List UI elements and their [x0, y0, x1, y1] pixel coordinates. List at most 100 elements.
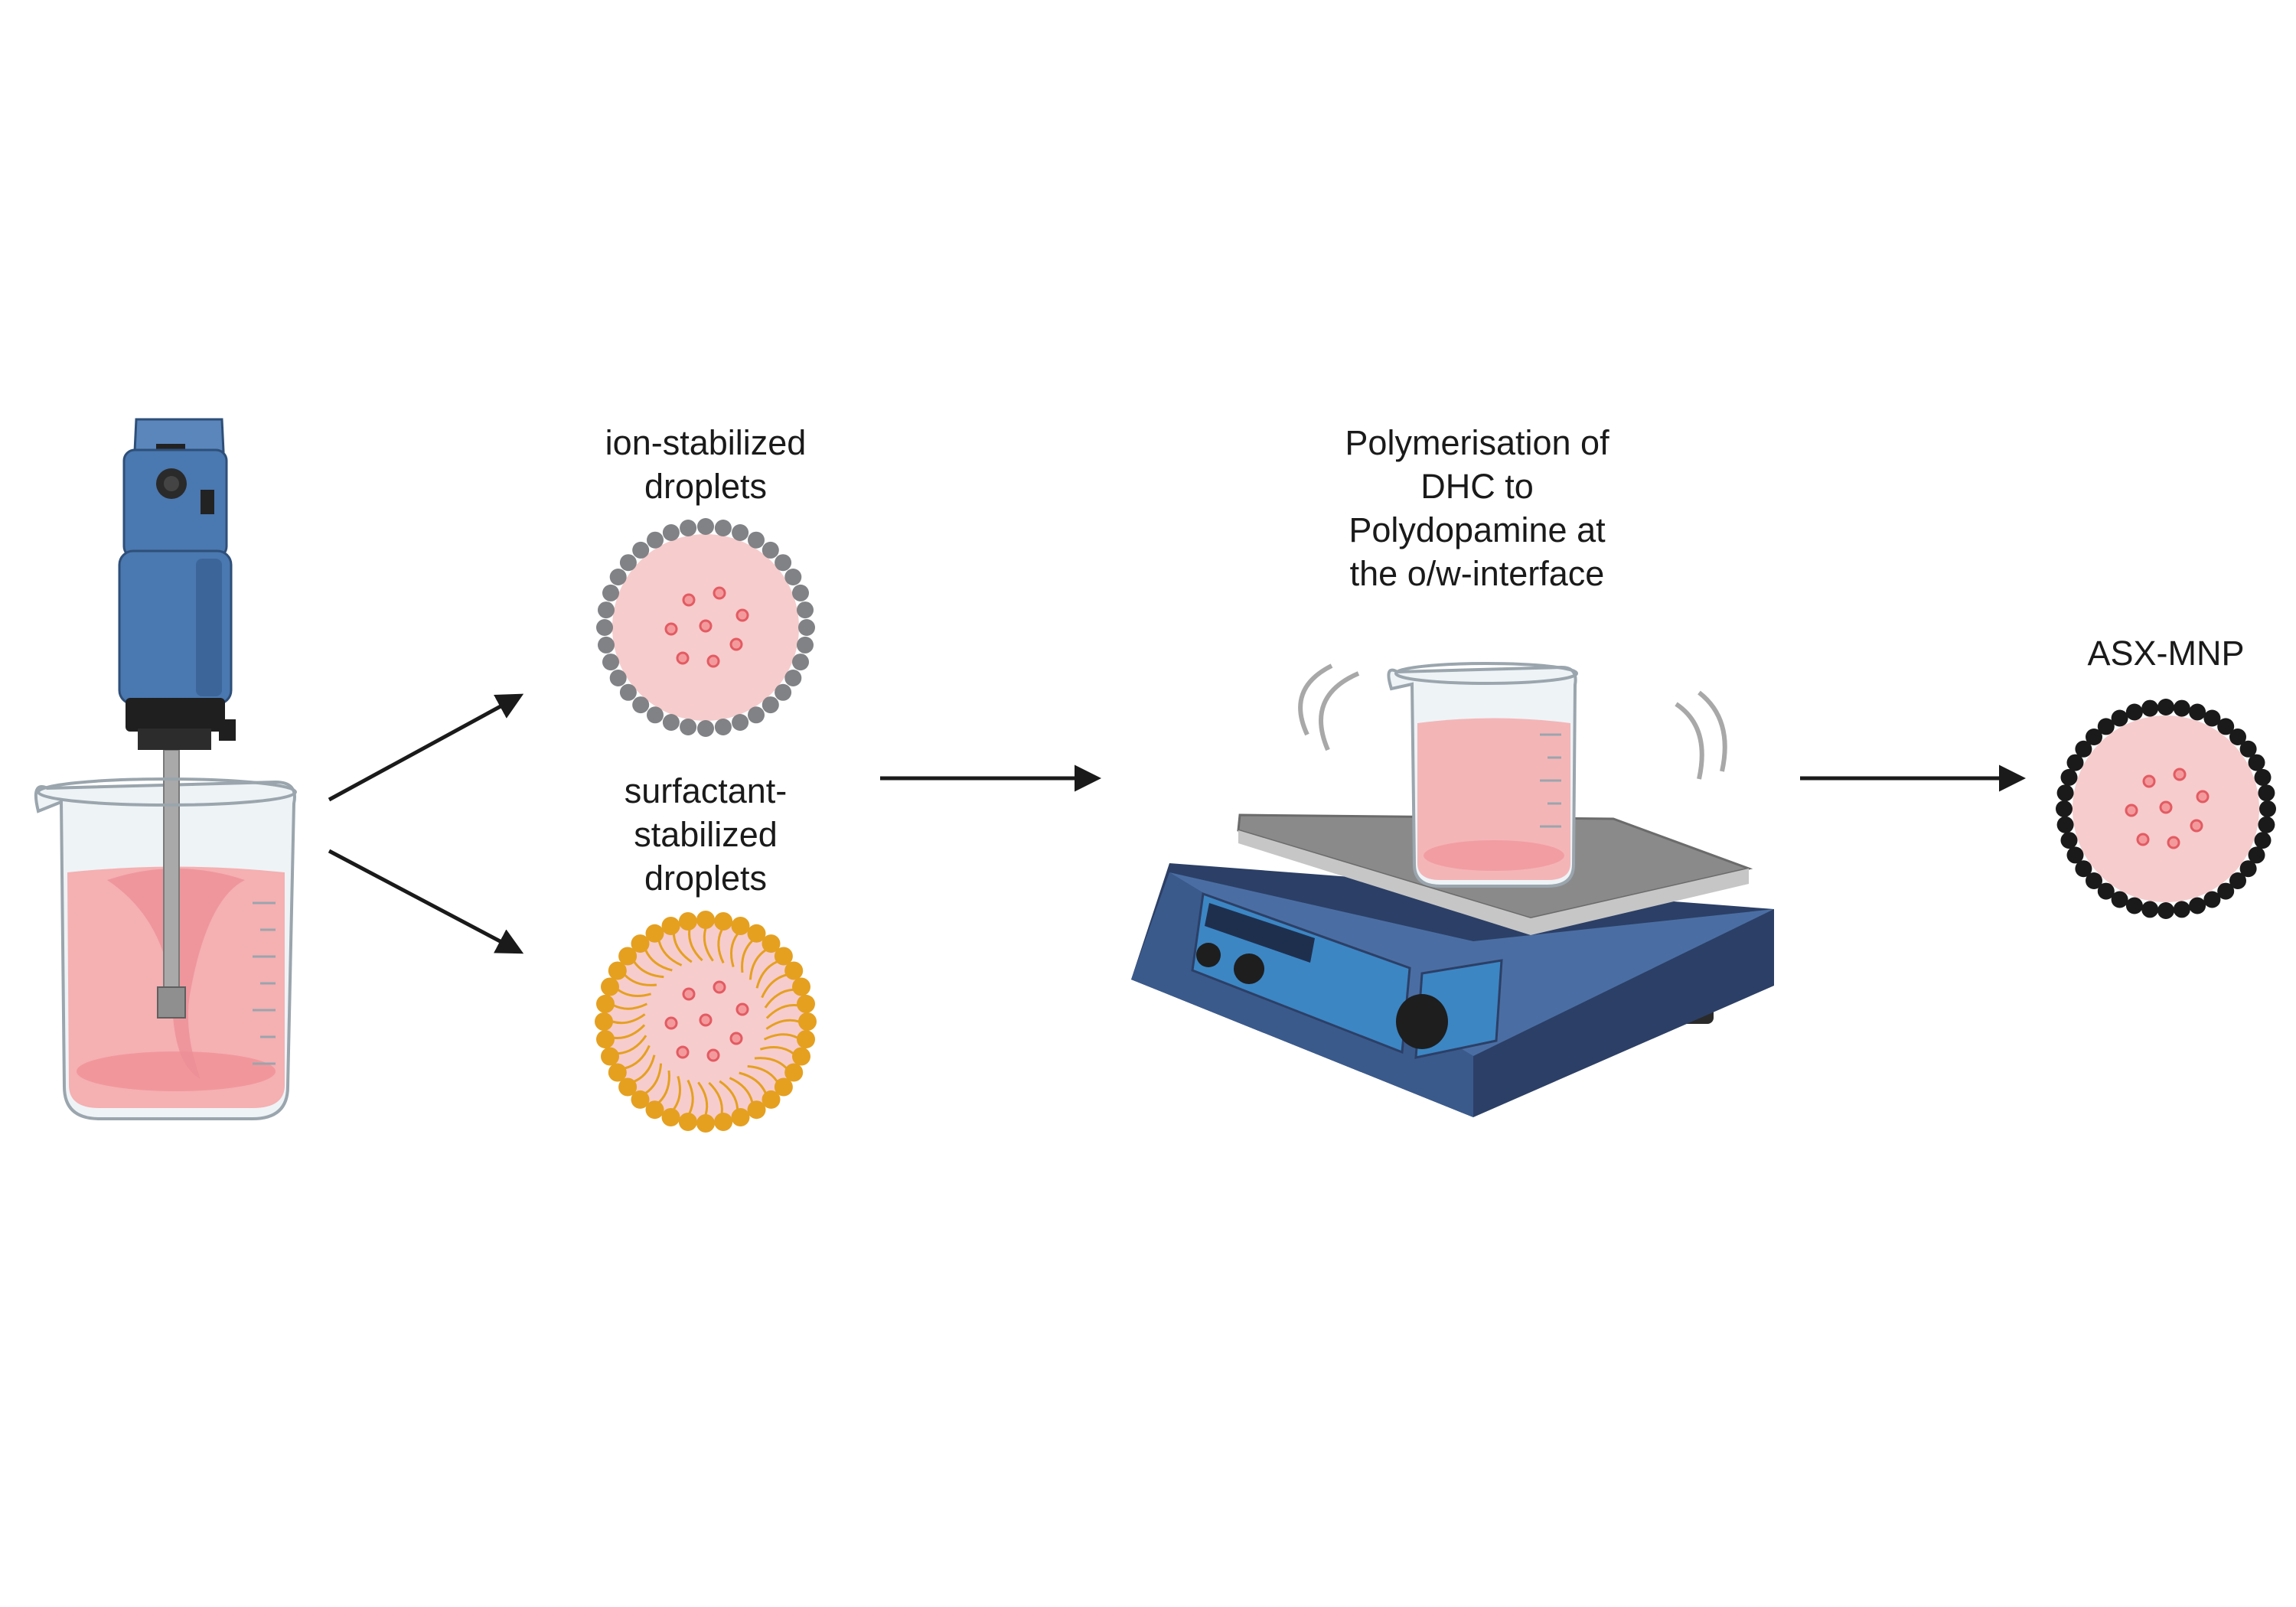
oil-core-dot [2173, 768, 2187, 781]
polydopamine-bead [2141, 901, 2159, 918]
ion-bead [762, 696, 779, 714]
poly-label-line-2: DHC to [1420, 467, 1534, 506]
surfactant-head [774, 947, 793, 966]
polydopamine-bead [2248, 754, 2265, 771]
arrow-to-surfactant-droplets [328, 849, 524, 954]
polydopamine-bead [2086, 872, 2102, 889]
polydopamine-bead [2066, 754, 2084, 771]
oil-core-dot [729, 637, 743, 651]
surfactant-head [661, 1108, 680, 1126]
polydopamine-bead [2229, 872, 2246, 889]
polydopamine-bead [2066, 846, 2084, 864]
ion-bead [609, 569, 627, 585]
oil-core-dots [2125, 768, 2210, 849]
ion-bead [632, 541, 650, 559]
surfactant-tail [688, 929, 703, 962]
ion-bead [797, 601, 814, 619]
polydopamine-bead [2254, 832, 2272, 849]
surfactant-tails [612, 927, 800, 1116]
oil-core-dot [676, 651, 690, 665]
polydopamine-bead [2141, 699, 2159, 717]
ion-bead [792, 584, 809, 601]
ion-bead [748, 706, 765, 724]
ion-bead [662, 714, 680, 731]
oil-core-dot [706, 654, 720, 668]
polydopamine-bead [2203, 709, 2221, 727]
ion-bead [784, 670, 802, 686]
ion-bead [775, 554, 792, 572]
surfactant-tail [687, 1079, 694, 1114]
surfactant-head [798, 1012, 817, 1031]
ion-bead [784, 569, 802, 585]
arrow-to-ion-droplets [328, 693, 524, 802]
surfactant-head [792, 977, 810, 996]
polydopamine-bead [2217, 718, 2235, 735]
ion-bead [647, 531, 664, 549]
ion-label-line-1: ion-stabilized [605, 423, 807, 462]
oil-core-dot [735, 608, 749, 622]
oil-core-dot [706, 1048, 720, 1062]
oil-core-dot [2190, 819, 2203, 833]
surfactant-tail [624, 973, 657, 986]
poly-label-line-3: Polydopamine at [1349, 510, 1606, 549]
surf-label-line-3: droplets [644, 859, 768, 898]
ion-shell [596, 518, 815, 737]
surfactant-tail [717, 929, 725, 964]
polydopamine-bead [2173, 699, 2190, 717]
ion-label-line-2: droplets [644, 467, 768, 506]
surfactant-tail [719, 1080, 739, 1110]
surfactant-head [661, 917, 680, 935]
polydopamine-bead [2258, 816, 2275, 833]
surfactant-stabilized-droplet [595, 911, 817, 1133]
polydopamine-bead [2259, 800, 2276, 817]
oil-core-dots [664, 980, 749, 1062]
surfactant-head [696, 1114, 715, 1133]
surfactant-tail [748, 949, 767, 980]
product-label-text: ASX-MNP [2087, 634, 2245, 673]
surfactant-head [731, 917, 750, 935]
ion-bead [662, 524, 680, 541]
surfactant-head [714, 1113, 733, 1131]
surfactant-tail [759, 1046, 794, 1054]
oil-core-dot [713, 980, 726, 994]
polydopamine-bead [2173, 901, 2190, 918]
polydopamine-bead [2229, 729, 2246, 745]
poly-label-line-1: Polymerisation of [1345, 423, 1609, 462]
surfactant-head [731, 1108, 750, 1126]
surfactant-tail [644, 949, 673, 972]
polydopamine-bead [2125, 897, 2143, 914]
surfactant-head [747, 1100, 766, 1120]
surfactant-tail [763, 1033, 798, 1041]
surfactant-tail [761, 973, 788, 999]
ion-bead [714, 719, 732, 735]
surfactant-head [601, 977, 619, 996]
ion-bead [697, 720, 714, 737]
ion-stabilized-droplet [596, 518, 815, 737]
polydopamine-bead [2056, 800, 2073, 817]
polydopamine-bead [2189, 897, 2206, 914]
surfactant-tail [672, 934, 693, 963]
product-label: ASX-MNP [2051, 631, 2281, 675]
ion-bead [596, 619, 613, 636]
oil-core-dot [729, 1032, 743, 1045]
surfactant-head [792, 1047, 810, 1066]
surfactant-head [631, 1090, 650, 1109]
polydopamine-bead [2254, 768, 2272, 786]
surf-label-line-1: surfactant- [624, 771, 788, 810]
surfactant-tail [764, 988, 794, 1009]
surfactant-tail [617, 989, 652, 997]
polydopamine-bead [2157, 699, 2174, 715]
surfactant-head [784, 1063, 804, 1082]
surfactant-head [762, 934, 781, 953]
ion-bead [775, 683, 792, 701]
surfactant-tail [633, 1054, 656, 1083]
surfactant-tail [729, 1077, 754, 1103]
ion-bead [762, 541, 779, 559]
surfactant-tail [624, 1045, 651, 1070]
magnetic-stirrer-icon [1131, 662, 1774, 1117]
oil-core-dot [2196, 790, 2210, 804]
homogenizer-beaker-icon [34, 418, 297, 1120]
surfactant-tail [618, 1035, 647, 1055]
surfactant-head [714, 912, 733, 931]
ion-bead [602, 654, 619, 671]
